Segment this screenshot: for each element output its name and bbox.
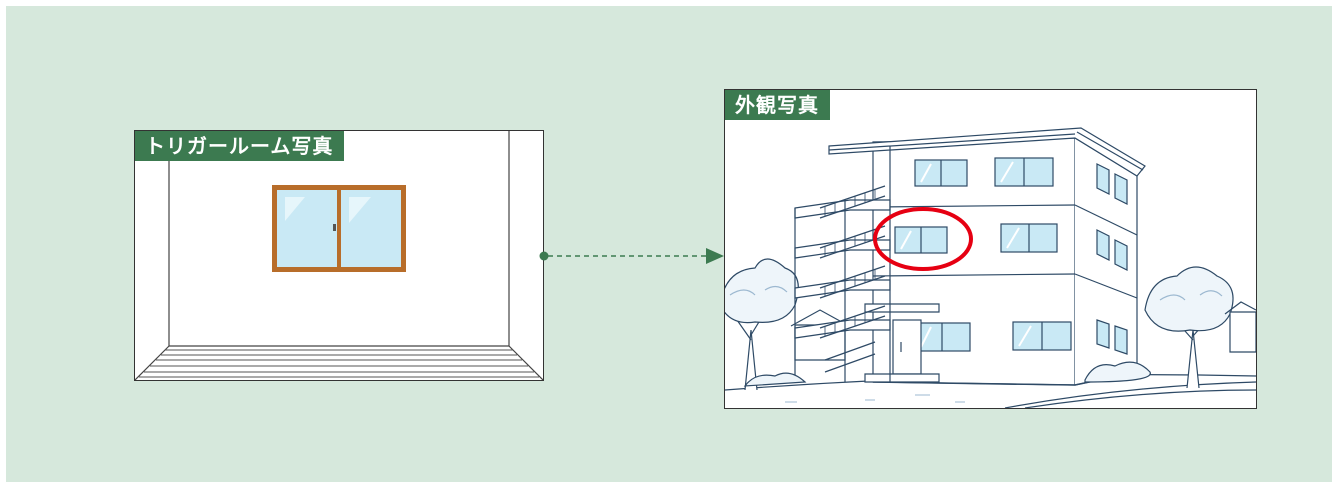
- room-illustration: [135, 131, 543, 380]
- red-circle-highlight: [873, 207, 973, 271]
- building-illustration: [725, 127, 1256, 408]
- trigger-room-label: トリガールーム写真: [135, 131, 345, 161]
- dashed-arrow-icon: [539, 248, 724, 264]
- exterior-photo: 外観写真: [724, 89, 1257, 409]
- exterior-photo-label: 外観写真: [725, 90, 830, 120]
- window-icon: [272, 185, 406, 272]
- trigger-room-photo: トリガールーム写真: [134, 130, 544, 381]
- staircase: [794, 146, 891, 382]
- tree-left: [725, 258, 799, 391]
- tree-right: [1144, 266, 1234, 389]
